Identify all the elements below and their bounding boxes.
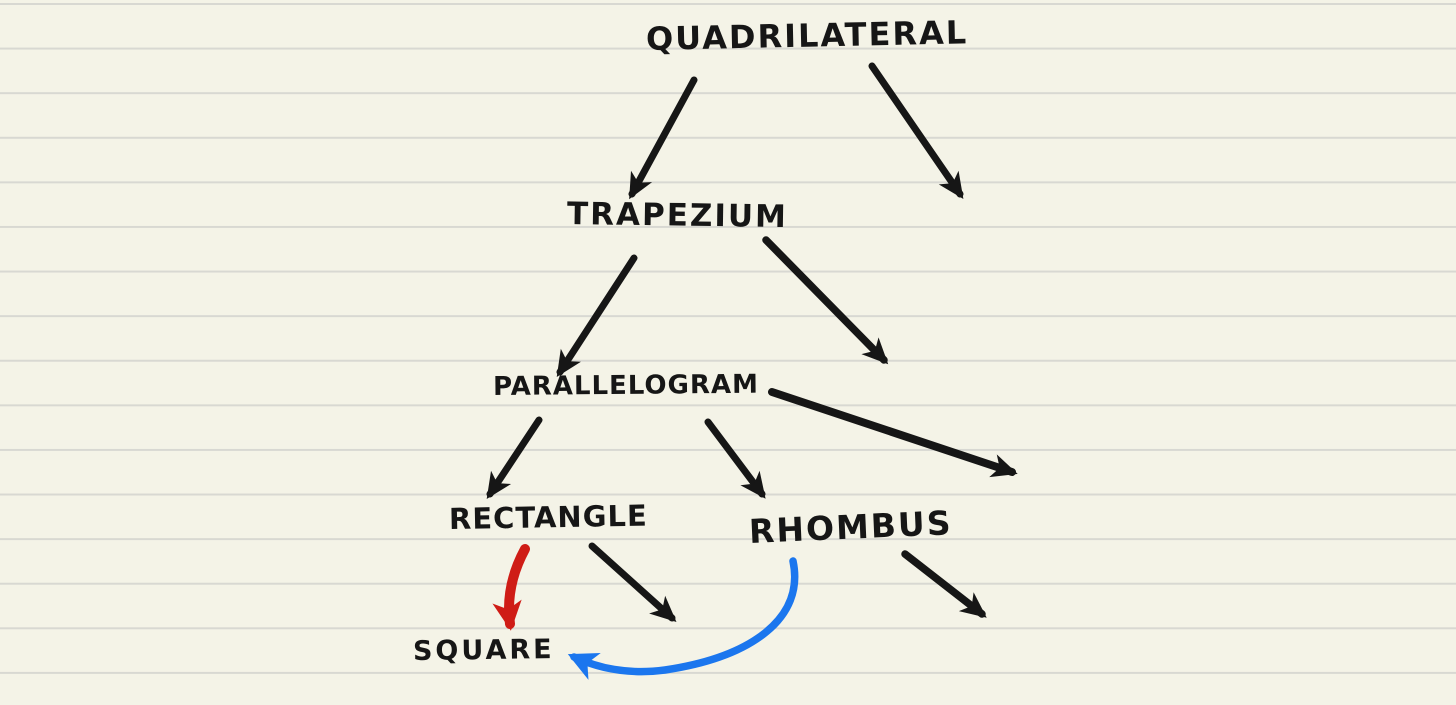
edge-parallelogram-unlabeled-right-arrow [768, 388, 1018, 478]
edge-rectangle-unlabeled-right-arrow [588, 542, 677, 623]
edge-quadrilateral-trapezium-arrow [628, 76, 698, 200]
edge-trapezium-parallelogram-arrow [556, 254, 638, 378]
node-square: SQUARE [412, 634, 555, 667]
edge-trapezium-unlabeled-right-arrow [762, 236, 889, 365]
node-rectangle: RECTANGLE [448, 498, 649, 536]
node-trapezium: TRAPEZIUM [566, 196, 789, 236]
edge-parallelogram-rhombus-arrow [704, 418, 766, 499]
edge-rhombus-square-blue-arrow [567, 557, 799, 680]
edge-rhombus-unlabeled-right-arrow [901, 550, 987, 618]
edge-quadrilateral-unlabeled-right-arrow [868, 62, 964, 199]
edge-rectangle-square-red-arrow [492, 544, 530, 631]
node-parallelogram: PARALLELOGRAM [492, 369, 760, 402]
edge-parallelogram-rectangle-arrow [486, 416, 543, 500]
node-quadrilateral: QUADRILATERAL [645, 13, 969, 58]
